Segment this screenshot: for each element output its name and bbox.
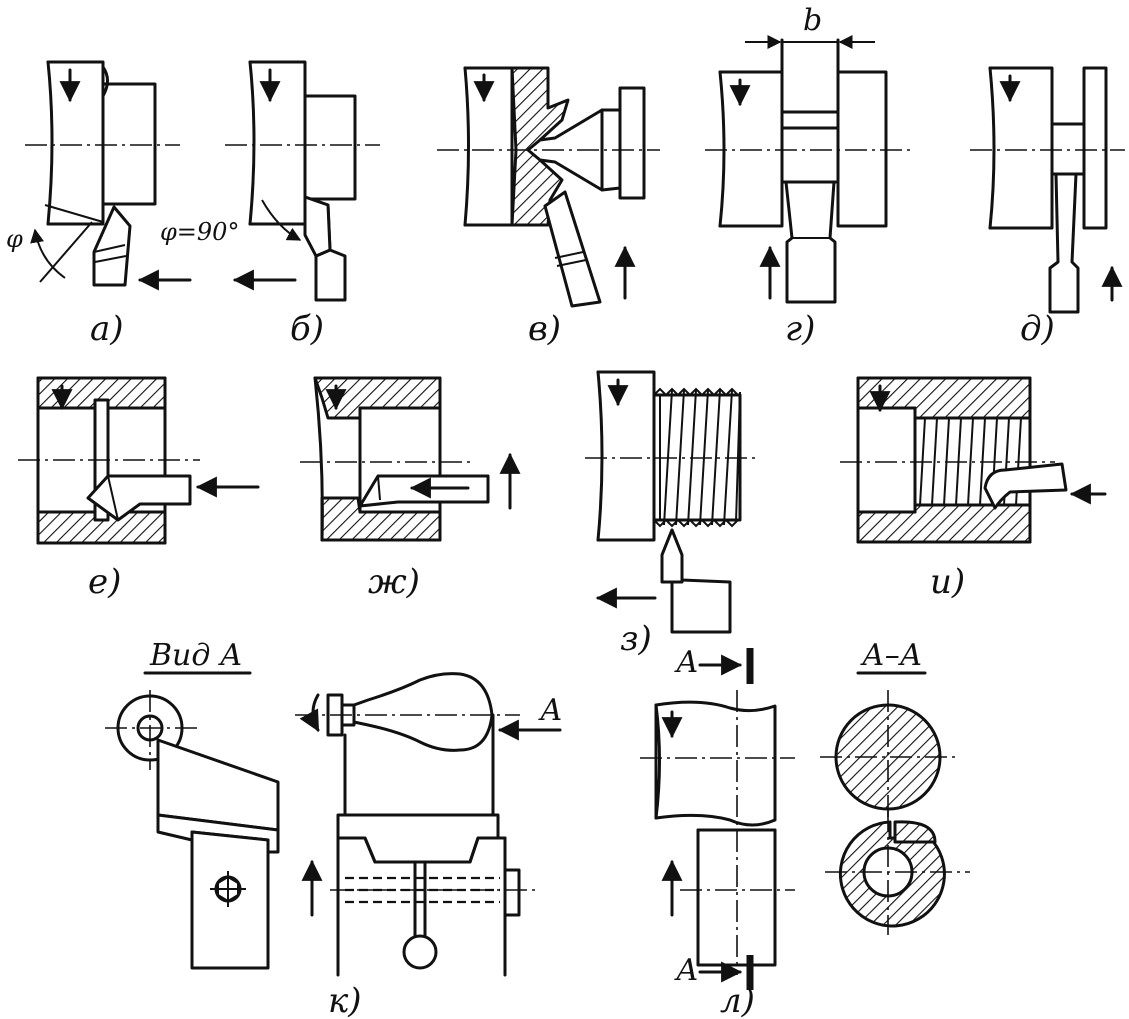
label-v: в) (528, 309, 561, 349)
label-a: а) (90, 309, 124, 349)
label-l: л) (720, 981, 755, 1019)
label-zh: ж) (368, 562, 420, 602)
diagram-b-facing-90: φ=90° б) (160, 60, 380, 349)
width-b-label: b (803, 3, 822, 38)
label-k: к) (328, 981, 362, 1019)
arrow-a-top-label: А (674, 645, 699, 680)
label-b: б) (290, 309, 324, 349)
label-d: д) (1020, 309, 1055, 349)
diagram-k-shaped-turning: Вид А А к) (105, 638, 563, 1019)
phi-angle-label: φ (6, 225, 23, 253)
diagram-g-grooving: b г) (705, 3, 910, 349)
arrow-a-label-k: А (538, 693, 563, 728)
label-g: г) (785, 309, 815, 349)
arrow-a-bottom-label: А (674, 953, 699, 988)
diagram-e-boring: е) (18, 376, 260, 602)
diagram-z-external-threading: з) (585, 370, 760, 659)
label-i: и) (930, 562, 965, 602)
diagram-v-center-drilling: в) (437, 66, 660, 349)
phi-90-label: φ=90° (160, 218, 239, 246)
view-a-title: Вид А (149, 638, 243, 673)
diagram-zh-internal-boring: ж) (300, 376, 521, 602)
section-aa-title: А–А (860, 638, 922, 673)
diagram-d-cutoff: д) (970, 66, 1125, 349)
label-z: з) (620, 619, 652, 659)
diagram-i-internal-threading: и) (840, 376, 1107, 602)
label-e: е) (88, 562, 121, 602)
diagram-l-eccentric-turning: А А л) А–А (640, 638, 970, 1019)
diagram-a-facing: φ а) (6, 60, 192, 349)
